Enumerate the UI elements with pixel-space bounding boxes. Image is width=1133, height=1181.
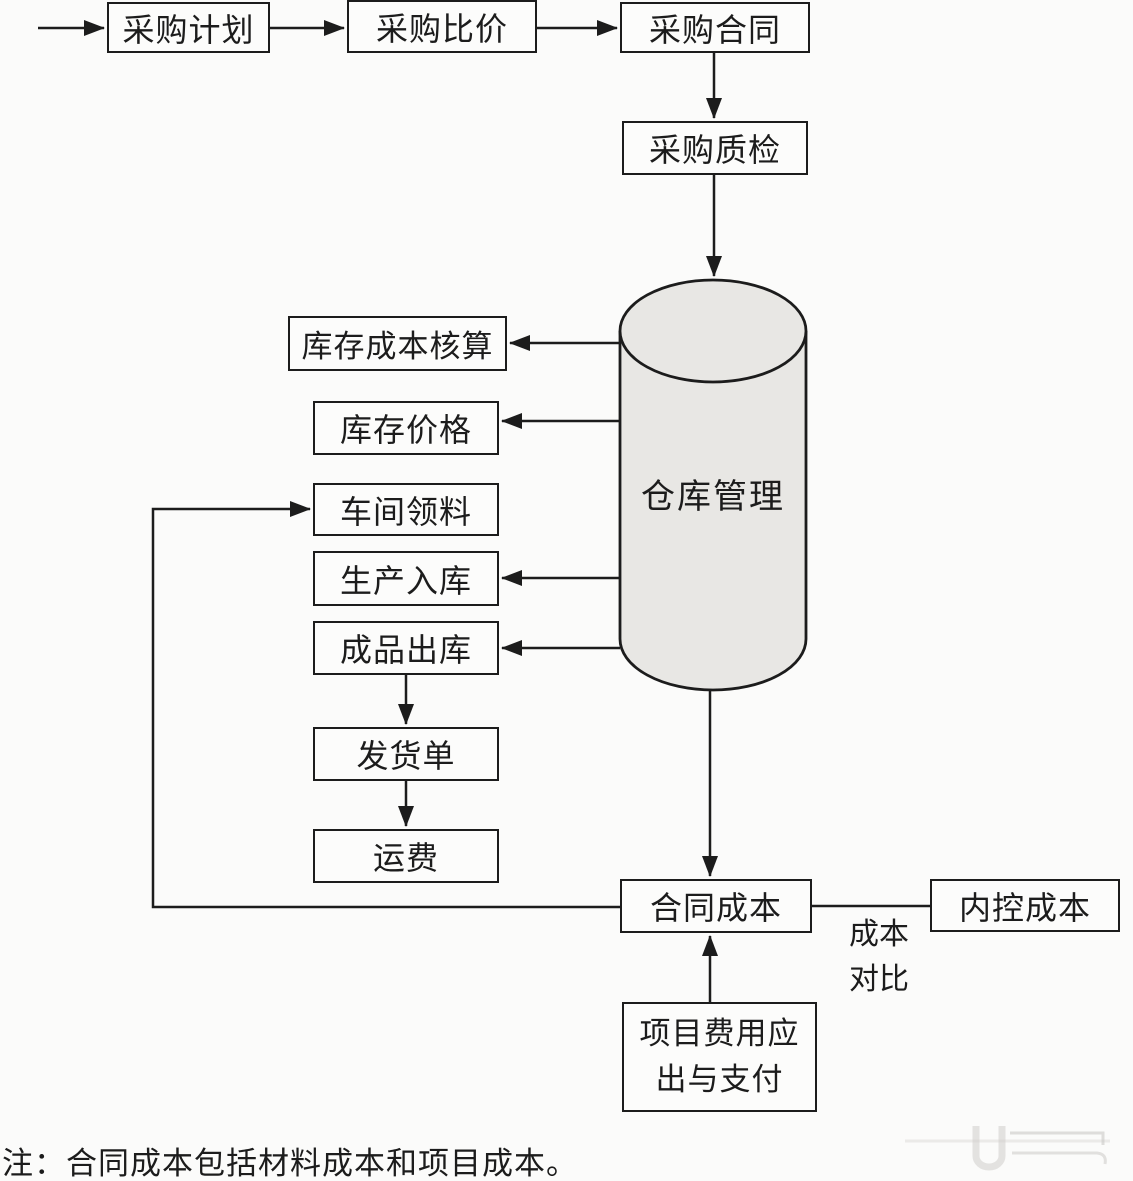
node-label: 仓库管理 (641, 478, 785, 516)
node-delivery-note: 发货单 (313, 727, 499, 781)
node-procurement-contract: 采购合同 (620, 2, 810, 53)
node-production-inbound: 生产入库 (313, 551, 499, 606)
edge-label-line2: 对比 (849, 963, 909, 996)
node-label: 发货单 (356, 738, 456, 774)
node-label: 库存价格 (339, 412, 472, 448)
node-procurement-quality-inspection: 采购质检 (622, 121, 808, 175)
node-label: 库存成本核算 (301, 329, 494, 364)
node-label: 运费 (372, 840, 439, 876)
node-procurement-price-compare: 采购比价 (347, 0, 537, 53)
node-freight: 运费 (313, 829, 499, 883)
edge-label-cost-compare: 成本 对比 (841, 912, 917, 1002)
node-finished-goods-outbound: 成品出库 (313, 621, 499, 675)
node-internal-control-cost: 内控成本 (930, 879, 1120, 932)
node-label: 合同成本 (649, 890, 782, 926)
arrow-contract-cost-to-workshop-loop (151, 501, 620, 909)
edge-label-line1: 成本 (849, 918, 909, 951)
node-label-line2: 出与支付 (655, 1061, 784, 1097)
node-inventory-price: 库存价格 (313, 401, 499, 455)
watermark-artifact (905, 1126, 1110, 1171)
footnote: 注：合同成本包括材料成本和项目成本。 (2, 1146, 578, 1181)
node-label: 生产入库 (339, 562, 472, 599)
node-procurement-plan: 采购计划 (107, 2, 270, 53)
node-project-expense-payment: 项目费用应 出与支付 (622, 1002, 817, 1112)
node-label: 车间领料 (339, 493, 472, 530)
node-label: 内控成本 (958, 889, 1091, 926)
node-inventory-cost-accounting: 库存成本核算 (288, 316, 507, 371)
node-label-line1: 项目费用应 (639, 1016, 800, 1052)
node-label: 采购质检 (648, 132, 781, 168)
node-label: 采购合同 (648, 11, 781, 48)
node-workshop-material-picking: 车间领料 (313, 483, 499, 536)
node-contract-cost: 合同成本 (620, 879, 812, 933)
flow-arrows (38, 20, 930, 1002)
warehouse-cylinder-shape (618, 278, 808, 692)
node-label: 采购计划 (122, 11, 255, 48)
node-label: 采购比价 (375, 10, 508, 47)
node-warehouse-management-label: 仓库管理 (620, 473, 806, 516)
node-label: 成品出库 (339, 632, 472, 668)
